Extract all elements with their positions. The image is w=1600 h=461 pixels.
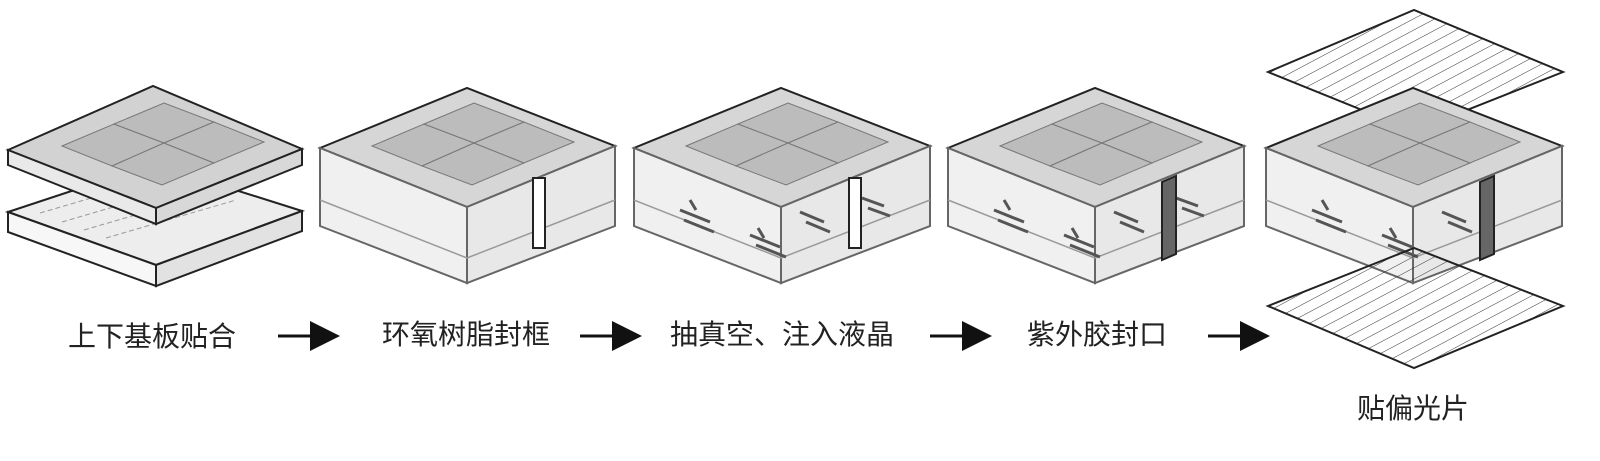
bottom-polarizer [1268,248,1563,368]
step-vacuum-illustration [634,88,930,283]
step-epoxy-illustration [320,88,615,283]
step-polarizer-illustration [1266,10,1563,368]
step-uv-label: 紫外胶封口 [1027,318,1167,351]
epoxy-seal-gap [533,178,545,248]
fill-port [849,178,861,248]
step-epoxy-label: 环氧树脂封框 [382,318,550,351]
step-vacuum-label: 抽真空、注入液晶 [670,318,894,351]
step-uv-illustration [948,88,1244,283]
step-polarizer-label: 贴偏光片 [1357,392,1469,425]
step-bond-label: 上下基板贴合 [68,320,236,353]
step-bond-illustration [8,86,302,286]
uv-glue-seal [1162,176,1176,260]
